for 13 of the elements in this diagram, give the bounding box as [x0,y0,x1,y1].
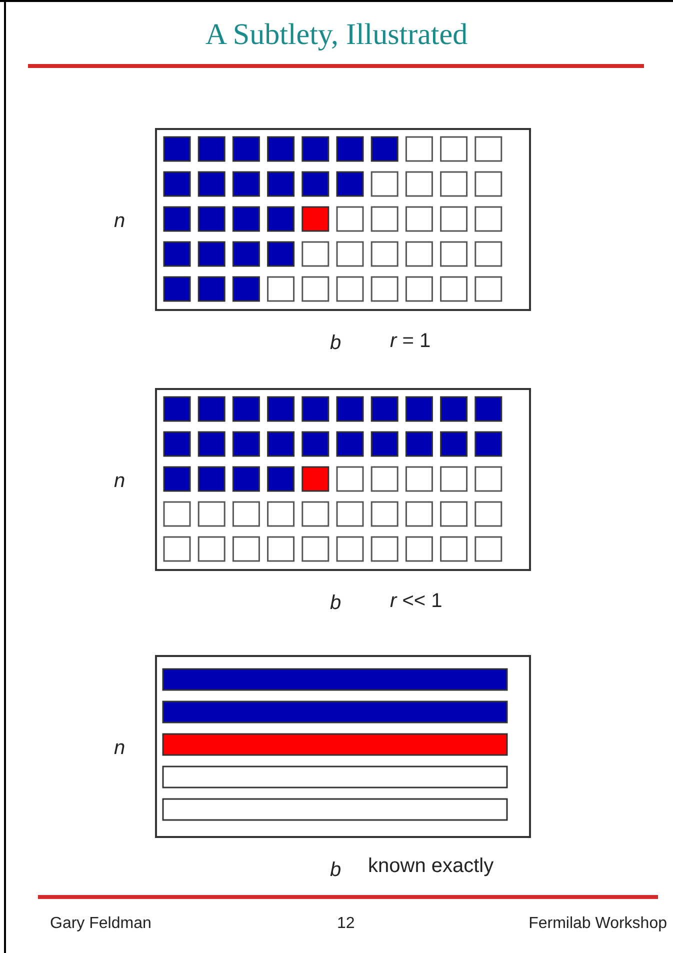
author: Gary Feldman [50,914,152,934]
panel-caption: r = 1 [390,329,431,354]
page-number: 12 [337,914,355,934]
axis-label: b [330,858,342,883]
footer-text: Fermilab Workshop [528,914,667,934]
axis-label: n [114,469,126,494]
panel-caption: known exactly [368,854,494,879]
axis-label: n [114,736,126,761]
axis-label: b [330,591,342,616]
title: A Subtlety, Illustrated [204,17,469,53]
axis-label: b [330,331,342,356]
axis-label: n [114,209,126,234]
panel-caption: r << 1 [390,589,442,614]
